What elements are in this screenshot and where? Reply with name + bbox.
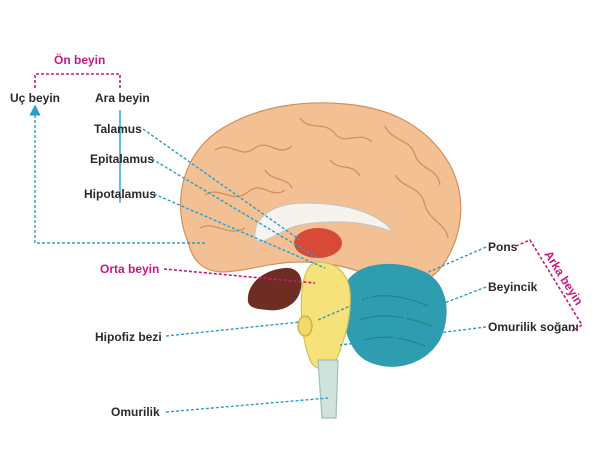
- pons-leader: [317, 246, 487, 321]
- epithalamus-label: Epitalamus: [90, 152, 154, 166]
- spinal-cord-leader: [165, 397, 329, 413]
- hindbrain-bracket: [515, 238, 584, 332]
- diencephalon-label: Ara beyin: [95, 91, 150, 105]
- epithalamus-leader: [151, 158, 319, 259]
- midbrain-leader: [163, 268, 316, 284]
- spinal-cord-label: Omurilik: [111, 405, 160, 419]
- hypothalamus-label: Hipotalamus: [84, 187, 156, 201]
- thalamus-shape: [294, 228, 342, 258]
- pituitary-leader: [165, 321, 301, 337]
- cerebellum-shape: [342, 263, 447, 367]
- forebrain-bracket: [34, 73, 121, 88]
- spinal-cord-shape: [317, 359, 339, 419]
- midbrain-label: Orta beyin: [100, 262, 159, 276]
- cerebrum-folds: [199, 117, 449, 239]
- medulla-leader: [339, 326, 487, 346]
- cerebrum-shape: [179, 102, 462, 287]
- cerebellum-label: Beyincik: [488, 280, 538, 294]
- brainstem-shape: [300, 261, 351, 370]
- corpus-callosum-shape: [254, 202, 395, 242]
- hypothalamus-leader: [153, 193, 326, 269]
- thalamus-leader: [142, 128, 301, 241]
- forebrain-label: Ön beyin: [54, 52, 105, 67]
- medulla-label: Omurilik soğanı: [488, 320, 579, 334]
- telencephalon-arrow: [29, 104, 205, 244]
- pons-label: Pons: [488, 240, 518, 254]
- dark-tissue-shape: [247, 267, 302, 311]
- pituitary-shape: [297, 315, 313, 337]
- pituitary-label: Hipofiz bezi: [95, 330, 162, 344]
- cerebellum-leader: [394, 286, 487, 323]
- brain-illustration: [179, 102, 462, 419]
- hindbrain-label: Arka beyin: [541, 248, 585, 307]
- forebrain-bracket-line: [34, 73, 121, 88]
- thalamus-label: Talamus: [94, 122, 142, 136]
- telencephalon-label: Uç beyin: [10, 91, 60, 105]
